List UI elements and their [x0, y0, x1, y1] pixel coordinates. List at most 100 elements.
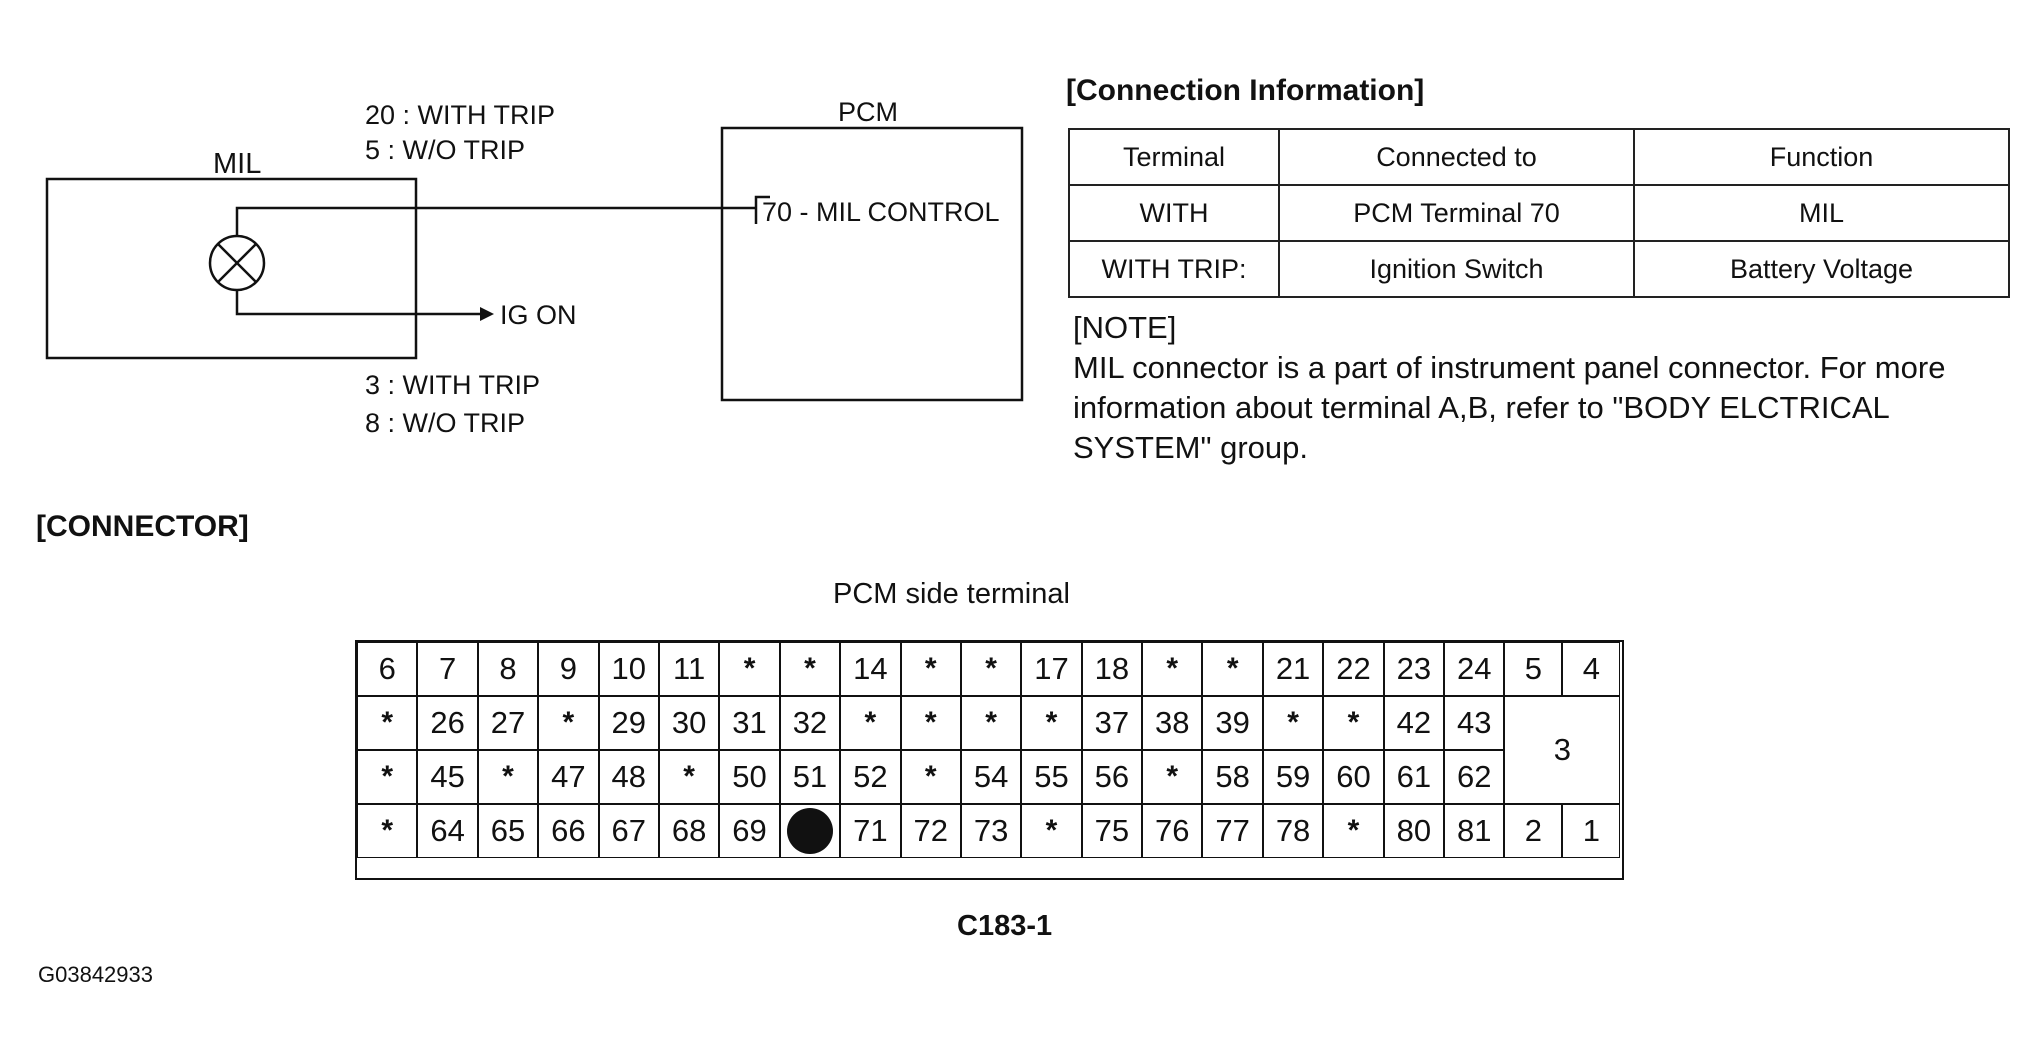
pin-unused: * [840, 696, 901, 750]
pin-21: 21 [1262, 642, 1324, 696]
pin-67: 67 [598, 804, 659, 858]
pin-64: 64 [417, 804, 478, 858]
pin-26: 26 [417, 696, 478, 750]
pin-59: 59 [1262, 750, 1324, 804]
pin-62: 62 [1444, 750, 1505, 804]
pin-29: 29 [598, 696, 659, 750]
mil-bottom-pin-line2: 8 : W/O TRIP [365, 408, 525, 438]
figure-id: G03842933 [38, 962, 153, 987]
mil-label: MIL [213, 148, 261, 180]
header-terminal: Terminal [1068, 128, 1280, 186]
ig-on-wire [235, 290, 480, 316]
pin-45: 45 [417, 750, 478, 804]
pin-unused: * [960, 642, 1022, 696]
cell-function: Battery Voltage [1633, 240, 2010, 298]
cell-connected-to: Ignition Switch [1278, 240, 1635, 298]
mil-control-wire [235, 206, 755, 236]
pin-unused: * [357, 696, 418, 750]
pin-unused: * [357, 804, 418, 858]
pin-32: 32 [779, 696, 841, 750]
pin-unused: * [1021, 696, 1082, 750]
pcm-box [720, 126, 1024, 402]
pin-77: 77 [1202, 804, 1263, 858]
note-block: [NOTE] MIL connector is a part of instru… [1073, 308, 2033, 468]
pin-unused: * [719, 642, 780, 696]
pin-76: 76 [1142, 804, 1203, 858]
mil-box [45, 177, 418, 360]
pin-61: 61 [1383, 750, 1445, 804]
pin-18: 18 [1081, 642, 1143, 696]
cell-connected-to: PCM Terminal 70 [1278, 184, 1635, 242]
pin-5: 5 [1504, 642, 1563, 696]
pin-65: 65 [477, 804, 539, 858]
pin-72: 72 [900, 804, 961, 858]
pin-31: 31 [719, 696, 780, 750]
mil-top-pin-line2: 5 : W/O TRIP [365, 135, 525, 165]
pcm-terminal-label: 70 - MIL CONTROL [762, 197, 1000, 227]
pin-50: 50 [719, 750, 780, 804]
pin-69: 69 [719, 804, 780, 858]
pin-17: 17 [1021, 642, 1082, 696]
pin-54: 54 [960, 750, 1022, 804]
pin-48: 48 [598, 750, 659, 804]
pin-unused: * [658, 750, 720, 804]
pcm-terminal-bracket [754, 195, 770, 224]
pin-22: 22 [1323, 642, 1384, 696]
pin-23: 23 [1383, 642, 1445, 696]
pin-55: 55 [1021, 750, 1082, 804]
pin-7: 7 [417, 642, 478, 696]
pin-unused: * [1323, 696, 1384, 750]
pin-73: 73 [960, 804, 1022, 858]
connection-info-table: Terminal Connected to Function WITH PCM … [1068, 128, 2010, 298]
pin-unused: * [1323, 804, 1384, 858]
pin-unused: * [1202, 642, 1263, 696]
pin-56: 56 [1081, 750, 1143, 804]
pin-24: 24 [1444, 642, 1505, 696]
cell-terminal: WITH TRIP: [1068, 240, 1280, 298]
pin-58: 58 [1202, 750, 1263, 804]
pin-30: 30 [658, 696, 720, 750]
pin-71: 71 [840, 804, 901, 858]
table-row: WITH TRIP: Ignition Switch Battery Volta… [1068, 240, 2010, 298]
pin-9: 9 [538, 642, 599, 696]
pin-38: 38 [1142, 696, 1203, 750]
pin-43: 43 [1444, 696, 1505, 750]
pin-52: 52 [840, 750, 901, 804]
pin-unused: * [1021, 804, 1082, 858]
note-heading: [NOTE] [1073, 310, 1177, 345]
pin-66: 66 [538, 804, 599, 858]
pin-unused: * [357, 750, 418, 804]
pin-39: 39 [1202, 696, 1263, 750]
pin-1: 1 [1562, 804, 1621, 858]
pin-42: 42 [1383, 696, 1445, 750]
note-text: MIL connector is a part of instrument pa… [1073, 350, 1946, 465]
pin-2: 2 [1504, 804, 1563, 858]
pin-8: 8 [477, 642, 539, 696]
pin-unused: * [779, 642, 841, 696]
pin-51: 51 [779, 750, 841, 804]
pin-10: 10 [598, 642, 659, 696]
pin-47: 47 [538, 750, 599, 804]
mil-bottom-pin-line1: 3 : WITH TRIP [365, 370, 540, 400]
pin-unused: * [538, 696, 599, 750]
pcm-label: PCM [838, 97, 898, 127]
pin-unused: * [1262, 696, 1324, 750]
pin-75: 75 [1081, 804, 1143, 858]
mil-top-pin-line1: 20 : WITH TRIP [365, 100, 555, 130]
pin-unused: * [1142, 750, 1203, 804]
ig-on-label: IG ON [500, 300, 577, 330]
table-header-row: Terminal Connected to Function [1068, 128, 2010, 186]
pin-11: 11 [658, 642, 720, 696]
pin-unused: * [900, 696, 961, 750]
header-connected-to: Connected to [1278, 128, 1635, 186]
pin-unused: * [960, 696, 1022, 750]
pin-14: 14 [840, 642, 901, 696]
pin-78: 78 [1262, 804, 1324, 858]
pin-unused: * [1142, 642, 1203, 696]
pin-filled-dot-icon [779, 804, 841, 858]
arrow-right-icon [480, 307, 494, 321]
pin-81: 81 [1444, 804, 1505, 858]
connector-subtitle: PCM side terminal [833, 578, 1070, 610]
